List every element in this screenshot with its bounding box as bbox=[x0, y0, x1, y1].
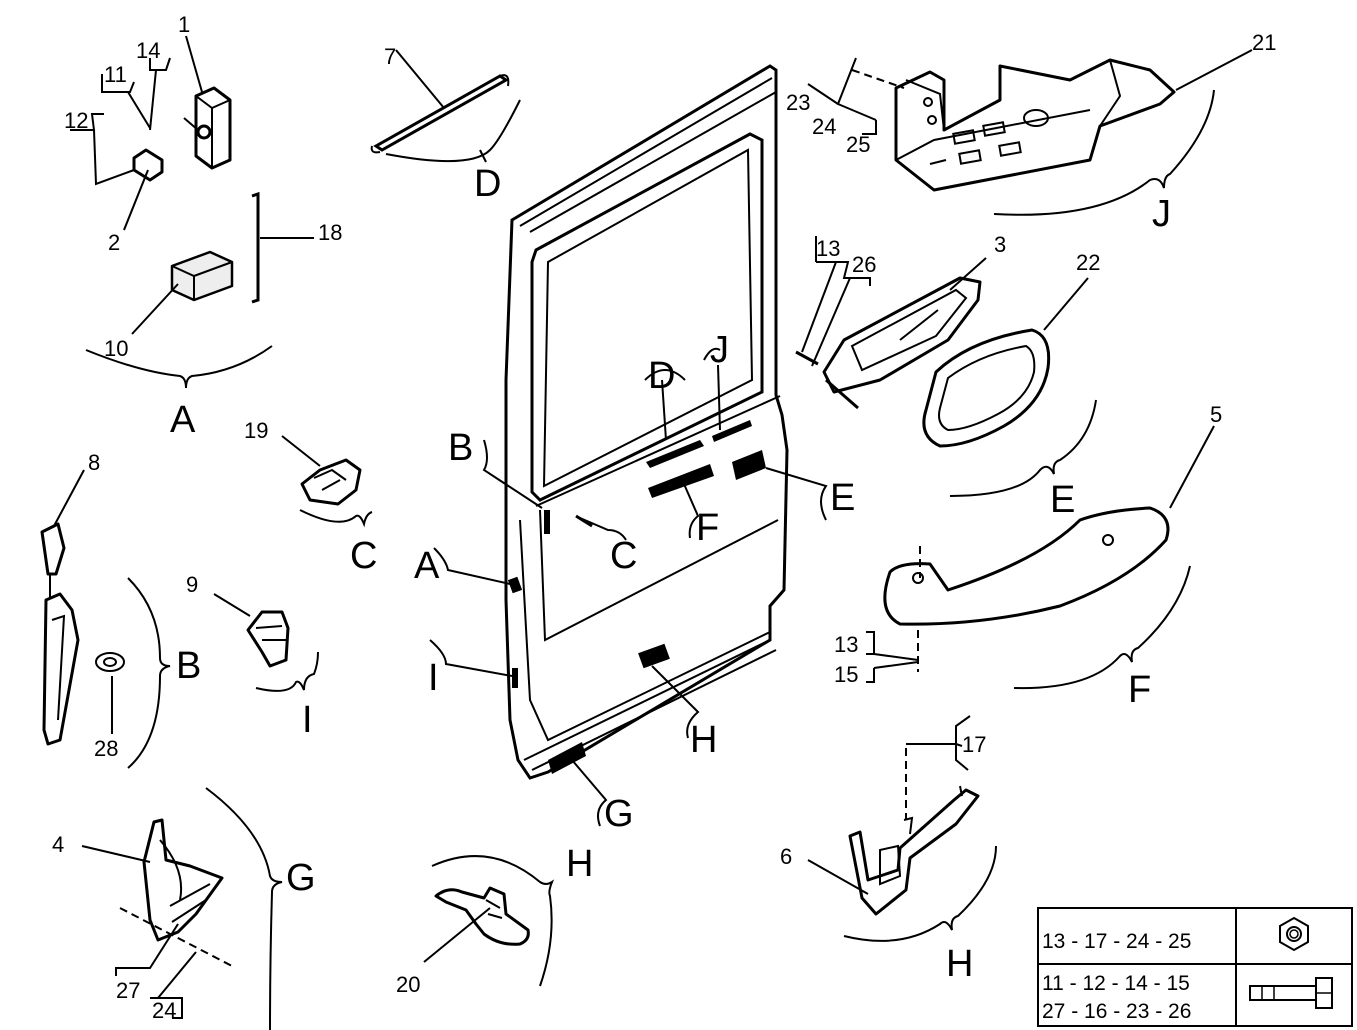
callout-26: 26 bbox=[852, 252, 876, 277]
callout-18: 18 bbox=[318, 220, 342, 245]
label-door-B: B bbox=[448, 427, 473, 469]
label-group-B: B bbox=[176, 645, 201, 687]
group-H-left-parts bbox=[423, 855, 555, 987]
fastener-legend-table: 13 - 17 - 24 - 25 11 - 12 - 14 - 15 27 -… bbox=[1037, 907, 1353, 1027]
callout-4: 4 bbox=[52, 832, 64, 857]
callout-14: 14 bbox=[136, 38, 160, 63]
label-door-I: I bbox=[428, 657, 439, 699]
callout-25: 25 bbox=[846, 132, 870, 157]
group-E-leaders bbox=[795, 236, 1097, 497]
group-A-leaders bbox=[70, 35, 314, 335]
callout-27: 27 bbox=[116, 978, 140, 1003]
group-H-right-parts bbox=[848, 748, 980, 916]
callout-23: 23 bbox=[786, 90, 810, 115]
label-group-G: G bbox=[286, 857, 316, 899]
callout-10: 10 bbox=[104, 336, 128, 361]
callout-17: 17 bbox=[962, 732, 986, 757]
label-group-I: I bbox=[302, 699, 313, 741]
group-J-parts bbox=[894, 58, 1176, 192]
group-C-parts bbox=[281, 435, 373, 528]
callout-2: 2 bbox=[108, 230, 120, 255]
callout-11: 11 bbox=[104, 62, 127, 87]
label-door-J: J bbox=[710, 329, 729, 371]
label-door-C: C bbox=[610, 535, 637, 577]
sliding-door bbox=[504, 64, 789, 780]
label-group-H-right: H bbox=[946, 943, 973, 985]
callout-5: 5 bbox=[1210, 402, 1222, 427]
group-E-parts bbox=[822, 276, 1051, 448]
callout-13-mid: 13 bbox=[834, 632, 858, 657]
label-group-E: E bbox=[1050, 479, 1075, 521]
group-G-leaders bbox=[81, 787, 283, 1030]
callout-24-bottom: 24 bbox=[152, 998, 176, 1023]
label-door-F: F bbox=[696, 507, 719, 549]
group-J-leaders bbox=[807, 49, 1253, 216]
callout-7: 7 bbox=[384, 44, 396, 69]
callout-3: 3 bbox=[994, 232, 1006, 257]
group-I-parts bbox=[213, 593, 319, 692]
callout-24-top: 24 bbox=[812, 114, 836, 139]
callout-21: 21 bbox=[1252, 30, 1276, 55]
callout-1: 1 bbox=[178, 12, 190, 37]
label-door-G: G bbox=[604, 793, 634, 835]
legend-bolt-parts-1: 11 - 12 - 14 - 15 bbox=[1042, 972, 1190, 995]
group-F-leaders bbox=[866, 425, 1215, 690]
callout-20: 20 bbox=[396, 972, 420, 997]
callout-6: 6 bbox=[780, 844, 792, 869]
group-F-parts bbox=[883, 506, 1170, 672]
label-group-F: F bbox=[1128, 669, 1151, 711]
label-group-J: J bbox=[1152, 193, 1171, 235]
legend-bolt-parts-2: 27 - 16 - 23 - 26 bbox=[1042, 1000, 1191, 1023]
label-group-C: C bbox=[350, 535, 377, 577]
label-door-H: H bbox=[690, 719, 717, 761]
callout-9: 9 bbox=[186, 572, 198, 597]
label-door-D: D bbox=[648, 355, 675, 397]
legend-nut-parts: 13 - 17 - 24 - 25 bbox=[1042, 930, 1191, 953]
label-door-E: E bbox=[830, 477, 855, 519]
callout-8: 8 bbox=[88, 450, 100, 475]
bolt-icon bbox=[1249, 977, 1333, 1009]
group-B-parts bbox=[40, 469, 171, 769]
callout-22: 22 bbox=[1076, 250, 1100, 275]
hex-nut-icon bbox=[1279, 916, 1309, 952]
callout-15: 15 bbox=[834, 662, 858, 687]
group-D-parts bbox=[370, 49, 521, 163]
callout-12: 12 bbox=[64, 108, 88, 133]
callout-19: 19 bbox=[244, 418, 268, 443]
label-door-A: A bbox=[414, 545, 440, 587]
label-group-A: A bbox=[170, 399, 196, 441]
group-G-parts bbox=[119, 818, 233, 967]
callout-13-top: 13 bbox=[816, 236, 840, 261]
label-group-D: D bbox=[474, 163, 501, 205]
group-H-right-leaders bbox=[807, 715, 997, 942]
callout-28: 28 bbox=[94, 736, 118, 761]
door-leaders bbox=[429, 347, 828, 827]
label-group-H-left: H bbox=[566, 843, 593, 885]
